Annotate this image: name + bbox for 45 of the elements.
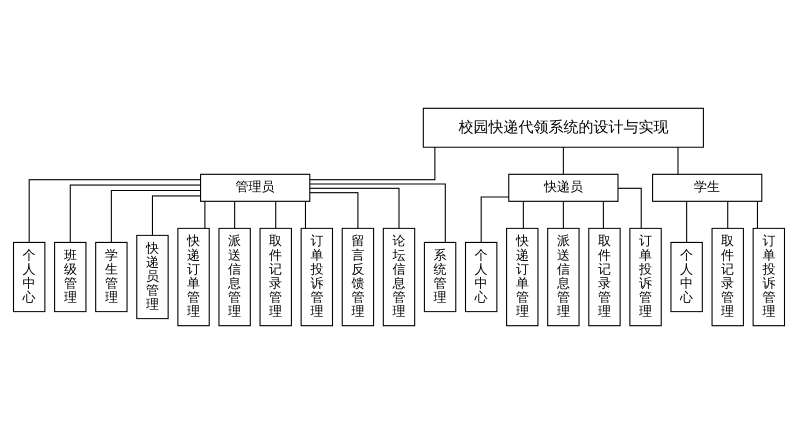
connector — [677, 147, 679, 174]
node-box: 班级管理 — [54, 242, 86, 312]
node-box: 订单投诉管理 — [752, 228, 786, 326]
connector — [480, 196, 509, 242]
connector — [686, 201, 688, 242]
connector — [204, 201, 206, 228]
node-box: 个人中心 — [12, 242, 46, 312]
node-box: 取件记录管理 — [588, 228, 621, 326]
connector — [522, 201, 524, 228]
node-box: 个人中心 — [464, 242, 498, 312]
connector — [756, 201, 758, 228]
node-box: 派送信息管理 — [547, 228, 580, 326]
node-box: 个人中心 — [670, 242, 703, 312]
connector — [562, 201, 564, 228]
node-box: 学生 — [652, 174, 762, 202]
connector — [152, 195, 200, 236]
node-box: 论坛信息管理 — [382, 228, 416, 326]
node-box: 快递订单管理 — [506, 228, 538, 326]
node-box: 取件记录管理 — [260, 228, 292, 326]
node-box: 取件记录管理 — [712, 228, 744, 326]
connector — [110, 190, 200, 242]
connector — [310, 183, 446, 242]
node-box: 快递员 — [508, 174, 618, 202]
node-box: 学生管理 — [95, 242, 128, 312]
connector — [304, 201, 306, 228]
connector — [275, 201, 276, 228]
node-box: 留言反馈管理 — [342, 228, 374, 326]
node-box: 订单投诉管理 — [300, 228, 334, 326]
node-box: 快递订单管理 — [177, 228, 210, 326]
node-box: 管理员 — [200, 174, 310, 202]
connector — [727, 201, 728, 228]
node-box: 快递员管理 — [136, 234, 169, 320]
node-box: 派送信息管理 — [218, 228, 251, 326]
connector — [562, 147, 564, 174]
connector — [234, 201, 236, 228]
node-box: 校园快递代领系统的设计与实现 — [422, 108, 704, 148]
connector — [618, 188, 642, 228]
connector — [310, 188, 400, 228]
connector — [602, 201, 604, 228]
connector — [310, 192, 358, 228]
node-box: 系统管理 — [424, 242, 456, 312]
connector — [310, 147, 436, 180]
connector — [28, 179, 200, 242]
connector — [70, 184, 200, 242]
node-box: 订单投诉管理 — [629, 228, 662, 326]
